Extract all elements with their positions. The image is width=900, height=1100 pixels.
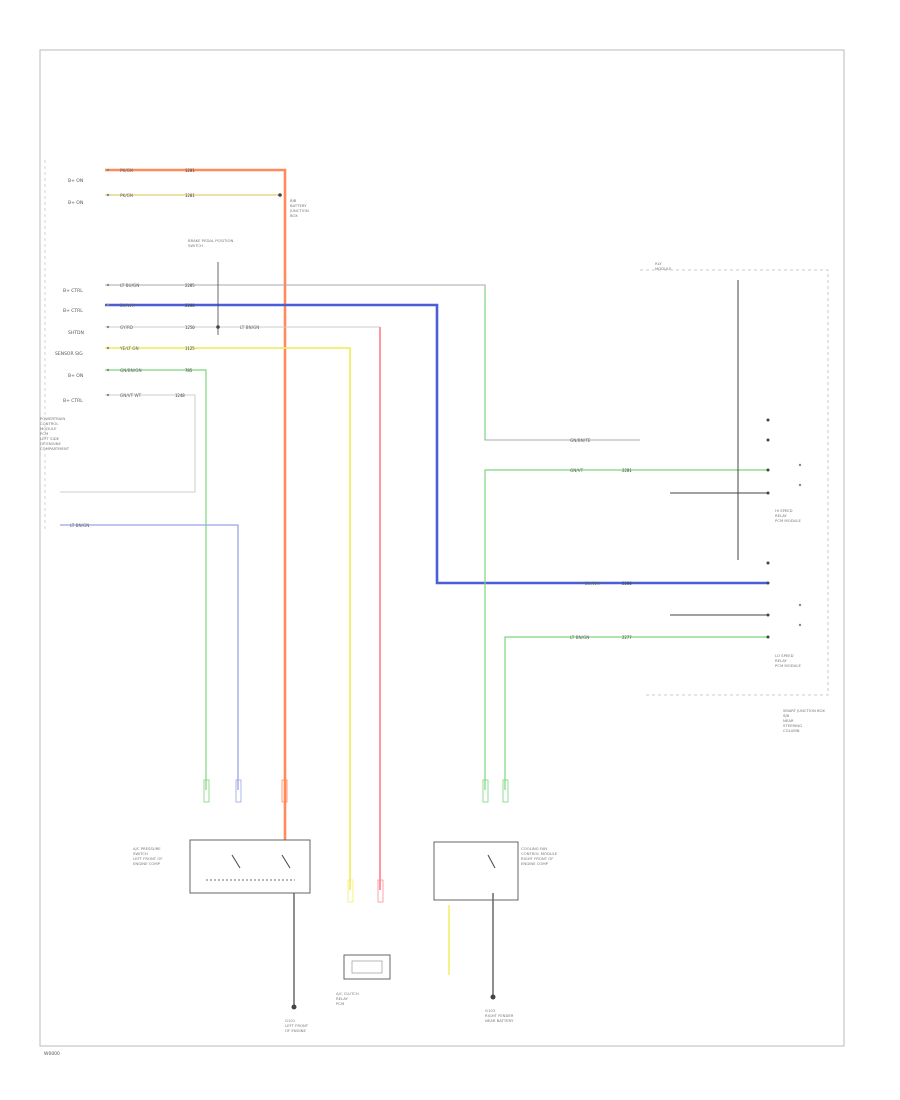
relay-box — [343, 954, 391, 980]
connector-stub-3 — [281, 779, 288, 803]
wire-lavender — [60, 524, 239, 790]
wire-yellow — [105, 347, 351, 890]
wire-label-8: GN/VT WT — [120, 393, 142, 398]
circuit-code-4: 2286 — [185, 303, 195, 308]
pin-label-6: SENSOR SIG — [55, 351, 83, 357]
connector-stub-4 — [482, 779, 489, 803]
wire-pink — [105, 168, 287, 840]
circuit-code-5: 1250 — [185, 325, 195, 330]
circuit-code-9: 2281 — [622, 468, 632, 473]
wire-green-right-1 — [484, 469, 768, 790]
circuit-code-2: 1201 — [185, 193, 195, 198]
wire-label-13: BU/WH — [585, 581, 600, 586]
ground-symbol-2 — [490, 994, 496, 1000]
connector-stub-5 — [502, 779, 509, 803]
wire-gray-row8 — [60, 394, 196, 493]
wire-label-2: PK/GN — [120, 193, 133, 198]
circuit-code-11: 2277 — [622, 635, 632, 640]
pin-label-1: B+ ON — [68, 178, 83, 184]
ground-symbol-1 — [291, 1004, 297, 1010]
relay-inner — [351, 960, 383, 974]
pin-label-3: B+ CTRL — [63, 288, 83, 294]
wire-label-6: YE/LT GN — [119, 346, 139, 351]
switch-contact-2 — [281, 854, 291, 869]
wire-label-4: BU/WH — [120, 303, 135, 308]
wire-label-11: LT BN/GN — [70, 523, 89, 528]
left-pin-dots — [106, 168, 110, 397]
connector-stub-1 — [203, 779, 210, 803]
cooling-fan-module-box — [433, 841, 519, 901]
wire-green-right-2 — [504, 636, 768, 790]
wire-label-9: GN/BN/TE — [570, 438, 591, 443]
diagram-frame — [39, 49, 845, 1047]
circuit-code-10: 2280 — [622, 581, 632, 586]
wire-label-3: LT BU/GN — [120, 283, 139, 288]
connector-stub-2 — [235, 779, 242, 803]
ac-pressure-switch-box — [189, 839, 311, 894]
circuit-code-1: 1201 — [185, 168, 195, 173]
pin-label-7: B+ ON — [68, 373, 83, 379]
pin-label-4: B+ CTRL — [63, 308, 83, 314]
pin-label-2: B+ ON — [68, 200, 83, 206]
circuit-code-3: 2285 — [185, 283, 195, 288]
circuit-code-6: 1125 — [185, 346, 195, 351]
wire-blue — [105, 303, 768, 585]
wire-label-7: GN/BN/GN — [120, 368, 142, 373]
wire-label-14: LT BN/GN — [240, 325, 259, 330]
splice-dot-1 — [278, 193, 282, 197]
right-module-outline — [640, 269, 829, 696]
connector-stub-6 — [347, 879, 354, 903]
right-connector-pins — [766, 418, 802, 639]
pin-label-8: B+ CTRL — [63, 398, 83, 404]
circuit-code-8: 1248 — [175, 393, 185, 398]
connector-stub-7 — [377, 879, 384, 903]
pin-label-5: SHTDN — [68, 330, 84, 336]
wire-label-12: LT BN/GN — [570, 635, 589, 640]
wire-gray-top — [105, 284, 640, 441]
circuit-code-7: 785 — [185, 368, 193, 373]
switch-contact-1 — [231, 854, 241, 869]
footer-code: W0000 — [44, 1051, 60, 1057]
wire-green-left — [105, 369, 207, 790]
wire-label-10: GN/VT — [570, 468, 584, 473]
wire-label-1: PK/GN — [120, 168, 133, 173]
wire-label-5: GY/RD — [120, 325, 133, 330]
module-contact — [487, 854, 496, 869]
